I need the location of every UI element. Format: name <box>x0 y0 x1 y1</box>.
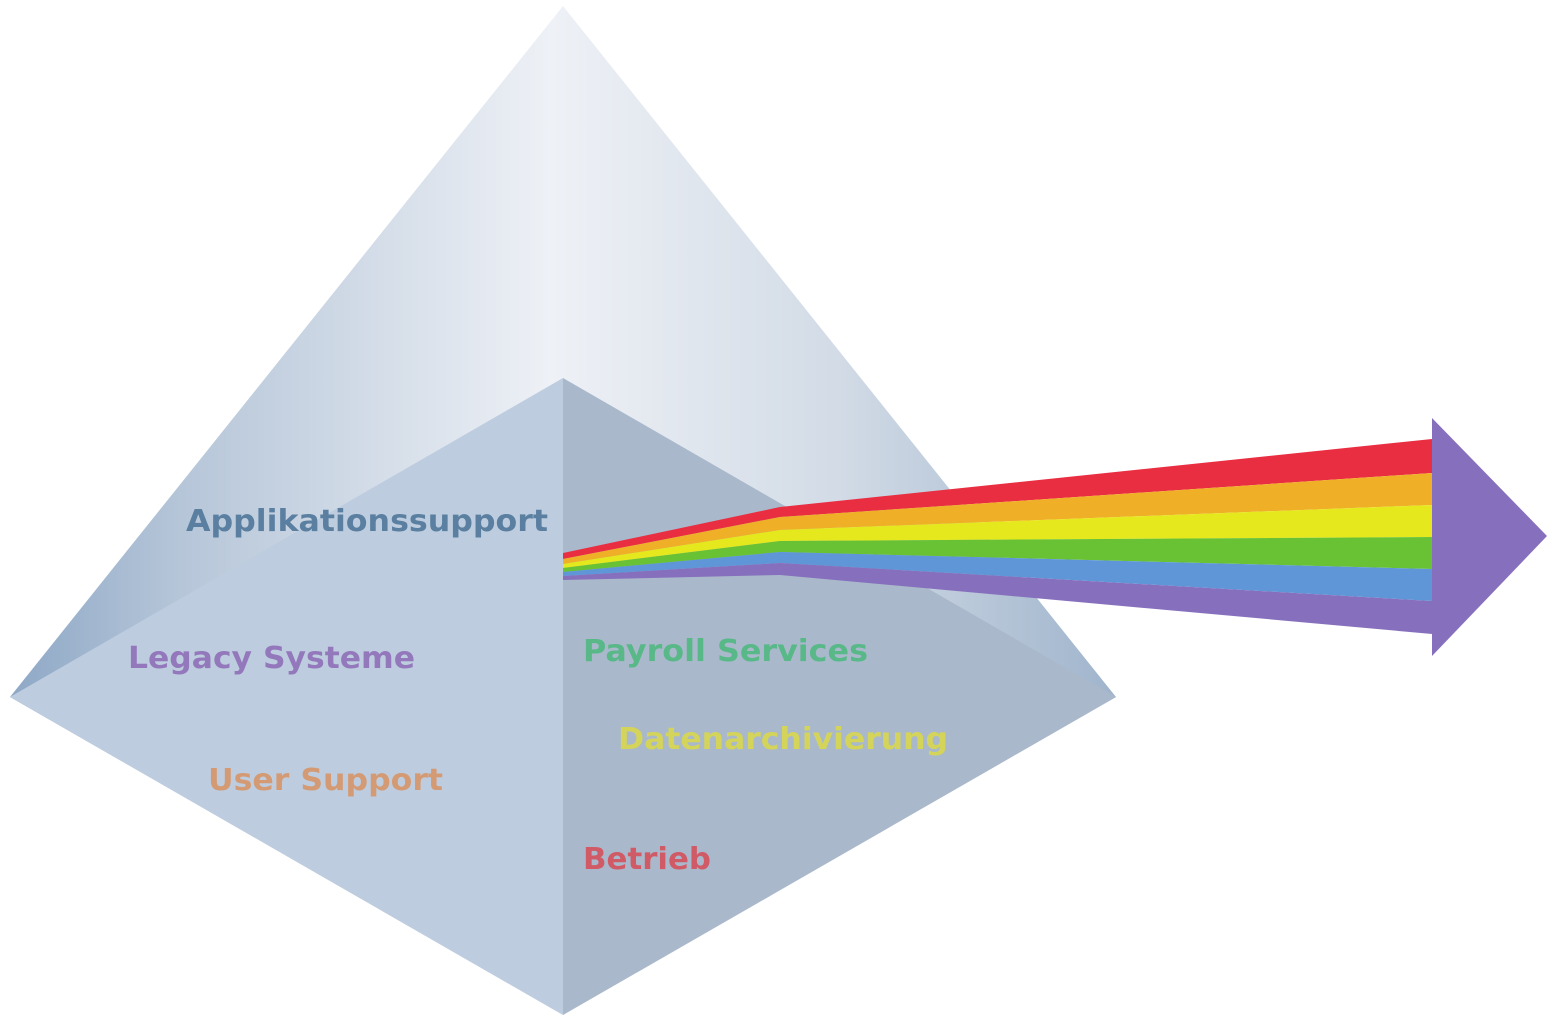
rainbow-beam <box>563 418 1547 656</box>
prism-front-left-face <box>10 378 563 1015</box>
arrow-head <box>1432 418 1547 656</box>
ray-blue <box>563 552 1432 601</box>
label-payroll-services: Payroll Services <box>583 634 868 669</box>
label-legacy-systeme: Legacy Systeme <box>128 641 415 676</box>
ray-orange <box>563 473 1432 564</box>
ray-yellow <box>563 505 1432 568</box>
ray-green <box>563 537 1432 572</box>
label-betrieb: Betrieb <box>583 842 711 877</box>
ray-red <box>563 439 1432 559</box>
ray-purple <box>563 563 1432 634</box>
label-user-support: User Support <box>208 763 443 798</box>
label-applikationssupport: Applikationssupport <box>186 504 548 539</box>
label-datenarchivierung: Datenarchivierung <box>618 722 948 757</box>
